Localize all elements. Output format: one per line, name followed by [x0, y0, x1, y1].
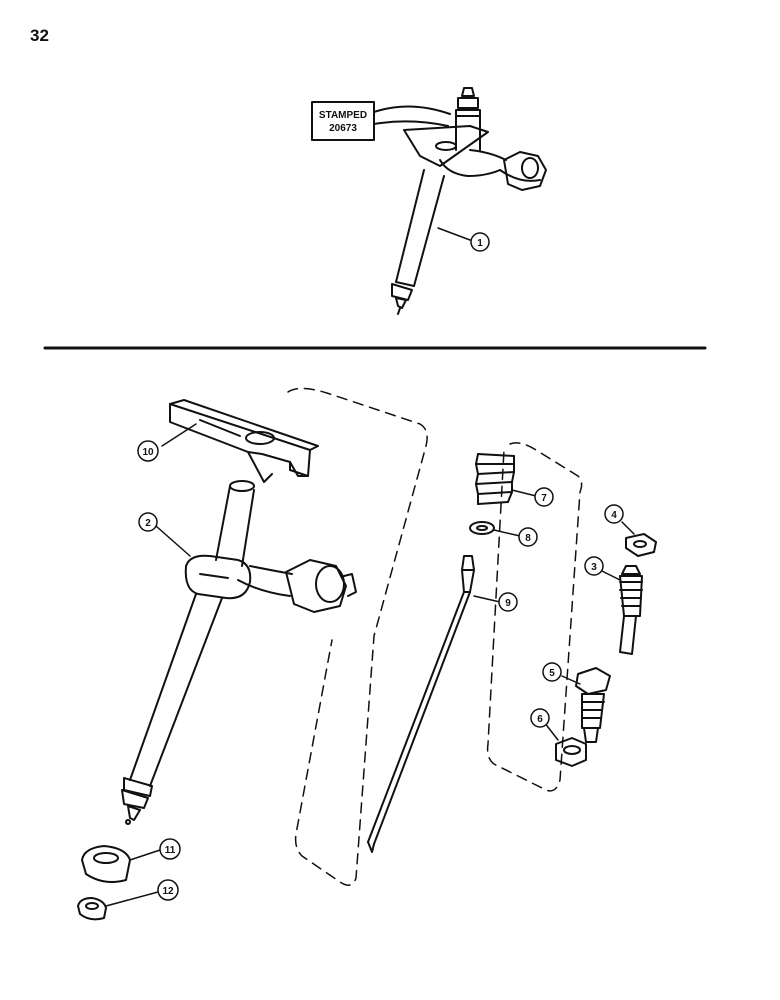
callout-2: 2 — [145, 518, 151, 529]
part-10-bracket — [161, 399, 319, 483]
callout-5: 5 — [549, 668, 555, 679]
callout-11-circle — [159, 838, 181, 860]
callout-3: 3 — [591, 562, 597, 573]
callout-6-circle — [530, 708, 550, 728]
part-12-washer — [77, 891, 159, 921]
callout-7-circle — [534, 487, 554, 507]
part-3-screw — [599, 565, 643, 655]
stamp-label-box — [311, 101, 375, 141]
injector-assembly-top — [311, 87, 547, 315]
callout-9-circle — [498, 592, 518, 612]
callout-6: 6 — [537, 714, 543, 725]
kit-boundary-right — [486, 442, 583, 792]
callout-3-circle — [584, 556, 604, 576]
kit-boundary-left — [287, 387, 428, 886]
callout-1: 1 — [477, 238, 483, 249]
leader-2 — [155, 525, 191, 557]
leader-7 — [511, 489, 537, 497]
stamp-leader — [373, 105, 451, 127]
leader-4 — [621, 521, 635, 535]
page-number: 32 — [30, 26, 49, 45]
part-9-needle — [367, 555, 501, 853]
leader-1 — [437, 227, 471, 241]
stamp-label-line1: STAMPED — [319, 110, 367, 121]
leader-11 — [129, 849, 161, 861]
callout-11: 11 — [165, 845, 176, 856]
callout-8-circle — [518, 527, 538, 547]
callout-4-circle — [604, 504, 624, 524]
callout-2-circle — [138, 512, 158, 532]
part-4-nut — [621, 521, 657, 557]
part-2-injector-body — [121, 480, 357, 825]
leader-5 — [561, 675, 581, 685]
part-5-fitting — [561, 667, 611, 743]
leader-8 — [493, 529, 521, 537]
leader-3 — [599, 569, 621, 581]
leader-12 — [105, 891, 159, 907]
callout-10-circle — [137, 440, 159, 462]
part-11-washer — [81, 845, 161, 883]
callout-10: 10 — [142, 447, 154, 458]
callout-12-circle — [157, 879, 179, 901]
leader-9 — [473, 595, 501, 603]
callout-4: 4 — [611, 510, 617, 521]
part-6-nut — [543, 721, 587, 767]
callout-1-circle — [470, 232, 490, 252]
part-7-spring — [475, 453, 537, 505]
callout-5-circle — [542, 662, 562, 682]
callout-8: 8 — [525, 533, 531, 544]
stamp-label-line2: 20673 — [329, 123, 357, 134]
callout-12: 12 — [162, 886, 174, 897]
callout-9: 9 — [505, 598, 511, 609]
leader-10 — [161, 423, 197, 447]
part-8-washer — [469, 521, 521, 537]
callout-7: 7 — [541, 493, 547, 504]
